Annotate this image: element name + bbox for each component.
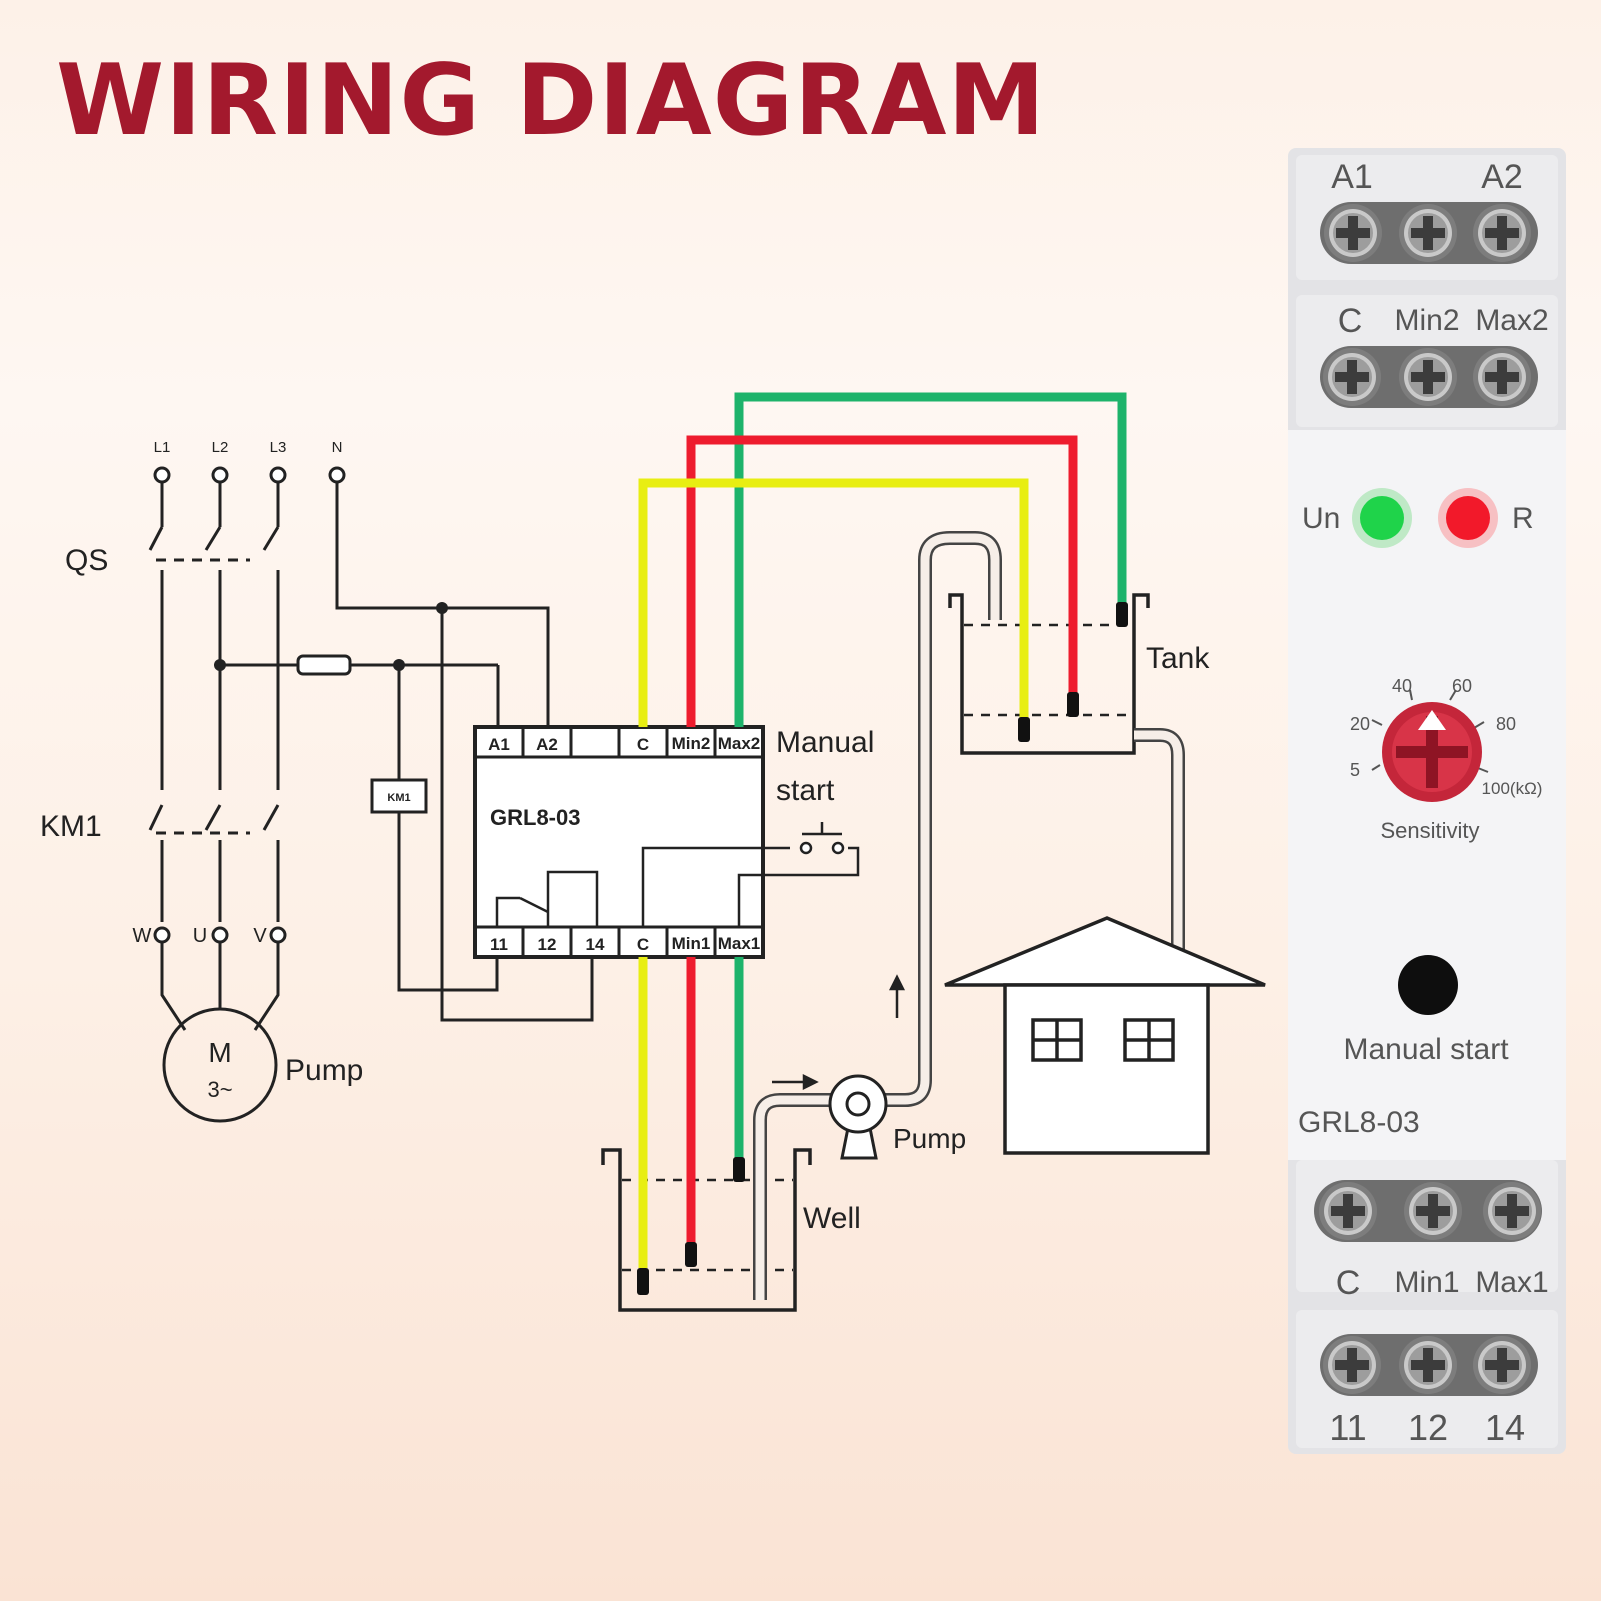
device-label-12: 12 bbox=[1408, 1407, 1448, 1448]
km1-coil bbox=[370, 778, 428, 814]
relay-term-c-top: C bbox=[637, 735, 649, 754]
manual-start-line2: start bbox=[776, 774, 835, 807]
dial-mark-5: 5 bbox=[1350, 760, 1360, 780]
label-qs: QS bbox=[65, 544, 108, 577]
label-w: W bbox=[133, 925, 152, 947]
wire-red-min2 bbox=[686, 435, 1078, 727]
dial-mark-40: 40 bbox=[1392, 676, 1412, 696]
fuse bbox=[296, 654, 352, 676]
dial-caption: Sensitivity bbox=[1380, 818, 1479, 843]
manual-start-line1: Manual bbox=[776, 726, 874, 759]
electrode-tips bbox=[637, 602, 1128, 1295]
tank-label: Tank bbox=[1146, 642, 1210, 675]
device-label-c-bottom: C bbox=[1336, 1264, 1361, 1302]
device-label-14: 14 bbox=[1485, 1407, 1525, 1448]
device-label-a2: A2 bbox=[1481, 158, 1523, 196]
pump-symbol bbox=[828, 1074, 888, 1160]
device-label-min2: Min2 bbox=[1394, 304, 1459, 337]
relay-term-a1: A1 bbox=[488, 735, 510, 754]
device-label-un: Un bbox=[1302, 502, 1340, 535]
pump-label: Pump bbox=[893, 1123, 966, 1154]
relay-term-a2: A2 bbox=[536, 735, 558, 754]
relay-box bbox=[473, 725, 860, 959]
relay-term-c-bottom: C bbox=[637, 935, 649, 954]
device-label-a1: A1 bbox=[1331, 158, 1373, 196]
device-button-label: Manual start bbox=[1343, 1033, 1509, 1066]
device-label-11: 11 bbox=[1329, 1407, 1366, 1448]
motor-symbol bbox=[162, 1007, 278, 1123]
label-km1: KM1 bbox=[40, 810, 102, 843]
well bbox=[601, 1148, 812, 1312]
motor-phase: 3~ bbox=[207, 1077, 232, 1102]
wire-yellow-c-top bbox=[638, 478, 1029, 727]
pipes bbox=[753, 531, 1185, 1300]
relay-device bbox=[1288, 148, 1566, 1454]
label-n: N bbox=[332, 439, 343, 456]
device-label-min1: Min1 bbox=[1394, 1266, 1459, 1299]
page-title: WIRING DIAGRAM bbox=[56, 44, 1046, 158]
coil-label: KM1 bbox=[387, 792, 410, 804]
relay-term-11: 11 bbox=[490, 935, 508, 954]
dial-mark-80: 80 bbox=[1496, 714, 1516, 734]
house-icon bbox=[944, 916, 1266, 1155]
wire-green-max2 bbox=[734, 392, 1127, 727]
sensor-wires bbox=[638, 392, 1127, 1268]
relay-term-min1: Min1 bbox=[672, 934, 711, 953]
motor-m: M bbox=[208, 1037, 231, 1068]
relay-term-12: 12 bbox=[538, 935, 557, 954]
label-l2: L2 bbox=[212, 439, 229, 456]
relay-term-14: 14 bbox=[586, 935, 605, 954]
device-label-max2: Max2 bbox=[1475, 304, 1548, 337]
power-circuit bbox=[148, 482, 594, 1031]
well-label: Well bbox=[803, 1202, 861, 1235]
relay-term-max2: Max2 bbox=[718, 734, 761, 753]
tank bbox=[948, 593, 1150, 755]
dial-mark-60: 60 bbox=[1452, 676, 1472, 696]
led-un bbox=[1360, 496, 1404, 540]
relay-model: GRL8-03 bbox=[490, 805, 580, 830]
device-label-c-top: C bbox=[1338, 302, 1363, 340]
label-v: V bbox=[253, 925, 267, 947]
device-label-max1: Max1 bbox=[1475, 1266, 1548, 1299]
relay-term-min2: Min2 bbox=[672, 734, 711, 753]
label-l3: L3 bbox=[270, 439, 287, 456]
led-r bbox=[1446, 496, 1490, 540]
manual-start-button[interactable] bbox=[1398, 955, 1458, 1015]
label-u: U bbox=[193, 925, 207, 947]
label-l1: L1 bbox=[154, 439, 171, 456]
supply-terminals bbox=[153, 466, 346, 944]
device-label-r: R bbox=[1512, 502, 1534, 535]
dial-mark-100: 100(kΩ) bbox=[1482, 779, 1543, 798]
device-model: GRL8-03 bbox=[1298, 1106, 1420, 1139]
manual-start-switch bbox=[799, 822, 845, 855]
junction-dots bbox=[214, 602, 448, 671]
sensitivity-dial[interactable] bbox=[1371, 689, 1489, 802]
relay-term-max1: Max1 bbox=[718, 934, 761, 953]
dial-mark-20: 20 bbox=[1350, 714, 1370, 734]
motor-label: Pump bbox=[285, 1054, 363, 1087]
flow-arrows bbox=[772, 974, 906, 1091]
